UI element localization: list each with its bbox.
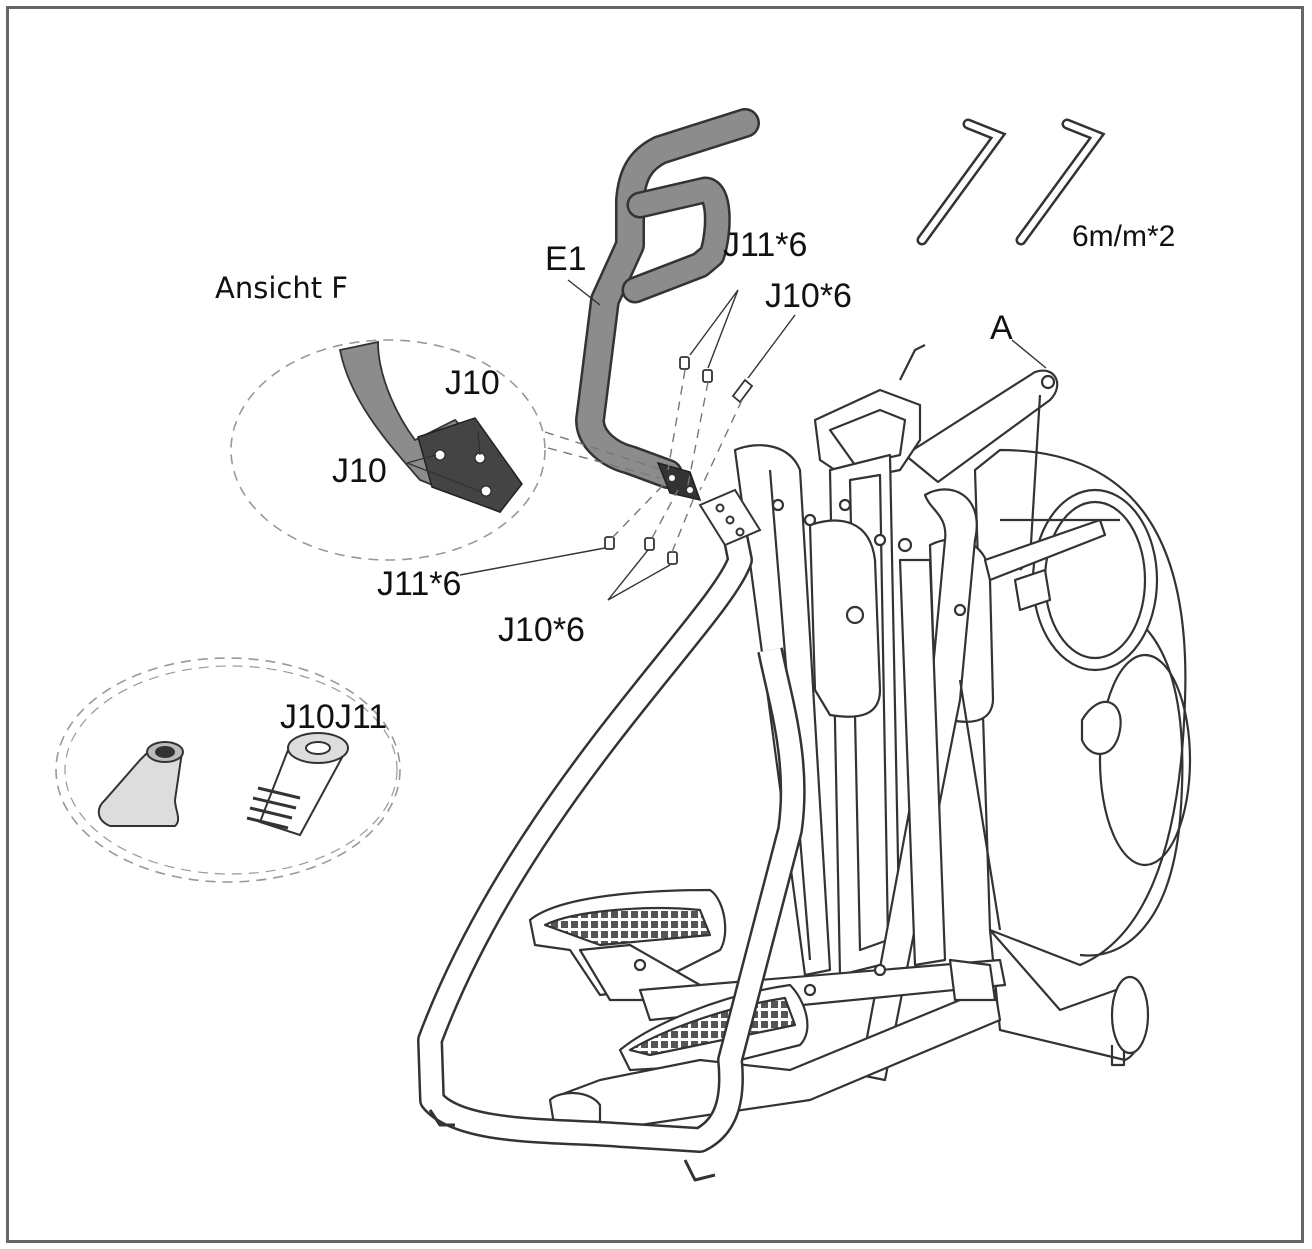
exploded-bolts (604, 356, 754, 565)
hex-bolt-icon (246, 732, 349, 837)
leader-lines (459, 279, 1047, 601)
part-label-j11-bottom: J11*6 (377, 565, 462, 603)
part-label-j11-top: J11*6 (723, 226, 808, 264)
frame-bracket (698, 488, 762, 547)
front-handle-tube (417, 517, 806, 1182)
sleeve-nut-icon (97, 741, 184, 827)
elliptical-main-frame (528, 344, 1192, 1132)
detail-label-j10j11: J10J11 (280, 698, 388, 736)
tool-label-allen-keys: 6m/m*2 (1072, 220, 1176, 253)
part-label-j10-top: J10*6 (765, 277, 852, 315)
guide-lines (544, 369, 743, 553)
allen-key-icon (916, 118, 1007, 246)
detail-view-j10-j11 (55, 657, 401, 883)
part-label-a: A (990, 309, 1013, 347)
detail-view-f (230, 339, 546, 561)
detail-view-f-title: Ansicht F (215, 271, 348, 305)
detail-label-j10-lower: J10 (332, 452, 387, 490)
handlebar-mount-plate (656, 461, 702, 502)
part-label-j10-bottom: J10*6 (498, 611, 585, 649)
part-label-e1: E1 (545, 240, 587, 278)
handlebar-e1 (575, 108, 760, 489)
allen-key-icon (1015, 118, 1106, 246)
detail-label-j10-upper: J10 (445, 364, 500, 402)
